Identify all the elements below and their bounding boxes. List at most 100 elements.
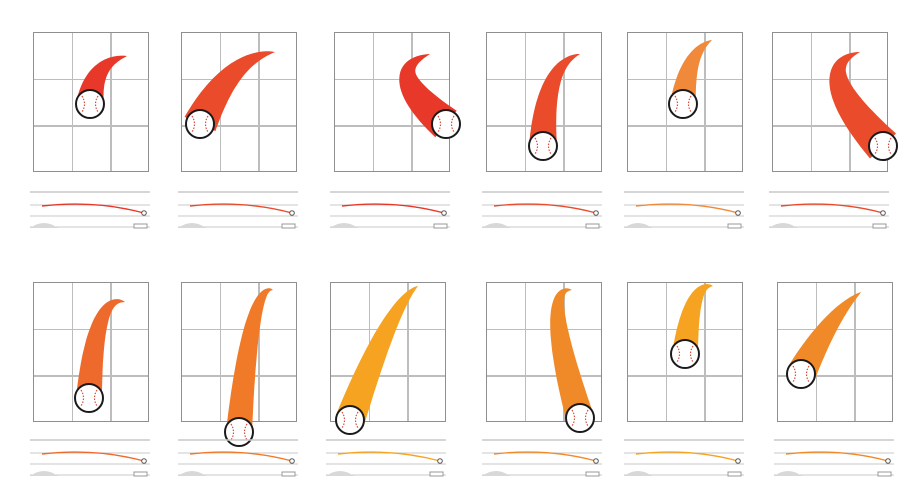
grid-line [524, 33, 527, 171]
strike-zone-grid [486, 32, 602, 172]
side-ball-icon [289, 210, 295, 216]
grid-line [110, 283, 112, 421]
grid-line [110, 33, 112, 171]
mound-icon [769, 223, 797, 228]
side-trajectory [41, 451, 145, 462]
grid-line [258, 283, 260, 421]
side-trajectory [189, 451, 293, 462]
grid-line [628, 375, 742, 377]
grid-line [704, 283, 706, 421]
strike-zone-grid [181, 282, 297, 422]
strike-zone-grid [627, 282, 743, 422]
side-trajectory [785, 451, 889, 462]
side-trajectory [341, 203, 445, 214]
grid-line [182, 125, 296, 127]
grid-line [34, 375, 148, 377]
grid-line [372, 33, 375, 171]
mound-icon [624, 471, 652, 476]
grid-line [182, 375, 296, 377]
strike-zone-grid [330, 282, 446, 422]
grid-line [219, 33, 222, 171]
strike-zone-grid [33, 282, 149, 422]
strike-zone-grid [777, 282, 893, 422]
side-ball-icon [289, 458, 295, 464]
home-plate-icon [133, 471, 148, 477]
side-ball-icon [735, 458, 741, 464]
strike-zone-grid [33, 32, 149, 172]
grid-line [563, 283, 565, 421]
mound-icon [482, 471, 510, 476]
mound-icon [178, 223, 206, 228]
grid-line [487, 328, 601, 331]
side-ball-icon [885, 458, 891, 464]
side-ball-icon [880, 210, 886, 216]
mound-icon [178, 471, 206, 476]
side-ball-icon [441, 210, 447, 216]
strike-zone-grid [334, 32, 450, 172]
mound-icon [330, 223, 358, 228]
side-ball-icon [437, 458, 443, 464]
grid-line [34, 125, 148, 127]
grid-line [849, 33, 851, 171]
grid-line [71, 283, 74, 421]
side-ball-icon [735, 210, 741, 216]
home-plate-icon [585, 223, 600, 229]
home-plate-icon [872, 223, 887, 229]
grid-line [258, 33, 260, 171]
strike-zone-grid [627, 32, 743, 172]
baseball-seam [450, 115, 455, 133]
grid-line [487, 375, 601, 377]
side-ball-icon [593, 210, 599, 216]
home-plate-icon [281, 471, 296, 477]
grid-line [335, 78, 449, 81]
grid-line [628, 328, 742, 331]
grid-line [487, 78, 601, 81]
mound-icon [30, 471, 58, 476]
home-plate-icon [585, 471, 600, 477]
home-plate-icon [727, 471, 742, 477]
mound-icon [30, 223, 58, 228]
grid-line [704, 33, 706, 171]
grid-line [34, 78, 148, 81]
home-plate-icon [727, 223, 742, 229]
side-trajectory [780, 203, 884, 214]
baseball-seam [230, 423, 235, 441]
baseball-seam [243, 423, 248, 441]
grid-line [34, 328, 148, 331]
strike-zone-grid [181, 32, 297, 172]
side-ball-icon [593, 458, 599, 464]
mound-icon [774, 471, 802, 476]
grid-line [71, 33, 74, 171]
grid-line [335, 125, 449, 127]
grid-line [628, 125, 742, 127]
side-trajectory [635, 451, 739, 462]
side-trajectory [189, 203, 293, 214]
strike-zone-grid [772, 32, 888, 172]
grid-line [487, 125, 601, 127]
home-plate-icon [133, 223, 148, 229]
grid-line [331, 375, 445, 377]
home-plate-icon [281, 223, 296, 229]
side-ball-icon [141, 458, 147, 464]
side-trajectory [41, 203, 145, 214]
grid-line [665, 33, 668, 171]
home-plate-icon [433, 223, 448, 229]
grid-line [524, 283, 527, 421]
side-trajectory [337, 451, 441, 462]
grid-line [854, 283, 856, 421]
grid-line [773, 125, 887, 127]
strike-zone-grid [486, 282, 602, 422]
side-trajectory [493, 451, 597, 462]
grid-line [815, 283, 818, 421]
grid-line [182, 328, 296, 331]
mound-icon [482, 223, 510, 228]
grid-line [778, 375, 892, 377]
baseball-icon [224, 417, 254, 447]
grid-line [182, 78, 296, 81]
home-plate-icon [429, 471, 444, 477]
home-plate-icon [877, 471, 892, 477]
grid-line [407, 283, 409, 421]
grid-line [331, 328, 445, 331]
grid-line [810, 33, 813, 171]
